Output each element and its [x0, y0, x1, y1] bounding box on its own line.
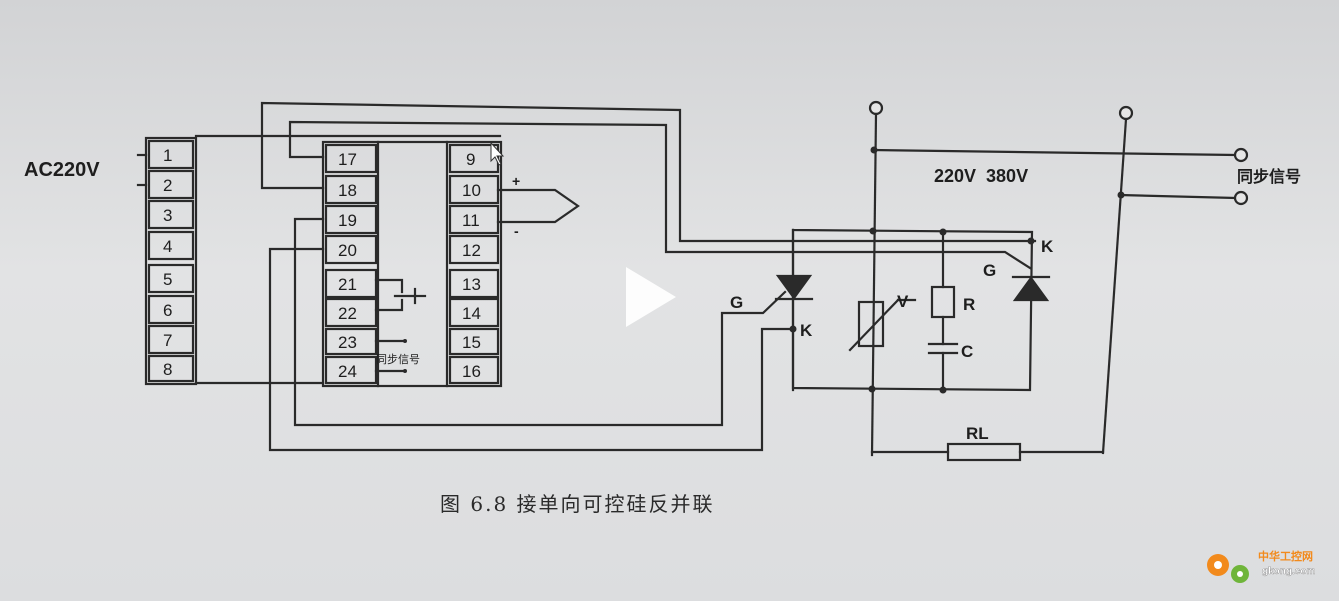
left-terminal-1: 1 — [163, 146, 172, 165]
left-terminal-7: 7 — [163, 331, 172, 350]
controller-terminal-17: 17 — [338, 150, 357, 169]
controller-terminal-23: 23 — [338, 333, 357, 352]
controller-terminal-9: 9 — [466, 150, 475, 169]
scr1-cathode-label: K — [800, 321, 813, 340]
left-terminal-6: 6 — [163, 301, 172, 320]
controller-terminal-16: 16 — [462, 362, 481, 381]
left-terminal-8: 8 — [163, 360, 172, 379]
controller-terminal-11: 11 — [462, 211, 480, 230]
mouse-cursor-icon — [490, 141, 505, 166]
left-terminal-5: 5 — [163, 270, 172, 289]
controller-terminal-24: 24 — [338, 362, 357, 381]
watermark-domain: gkong.com — [1262, 566, 1315, 577]
controller-block — [321, 140, 503, 388]
play-icon — [626, 267, 676, 327]
sync-signal-small-label: 同步信号 — [376, 353, 420, 366]
capacitor-label: C — [961, 342, 973, 361]
gkong-watermark: 中华工控网 gkong.com — [1207, 549, 1316, 583]
controller-terminal-13: 13 — [462, 275, 481, 294]
figure-caption: 图 6.8 接单向可控硅反并联 — [440, 492, 715, 516]
left-terminal-2: 2 — [163, 176, 172, 195]
source-label: AC220V — [24, 159, 100, 181]
gear-icon — [1207, 554, 1249, 583]
controller-terminal-14: 14 — [462, 304, 481, 323]
watermark-title: 中华工控网 — [1258, 549, 1313, 563]
controller-terminal-20: 20 — [338, 241, 357, 260]
controller-terminal-10: 10 — [462, 181, 481, 200]
controller-terminal-22: 22 — [338, 304, 357, 323]
left-terminal-4: 4 — [163, 237, 172, 256]
thermocouple-minus: - — [514, 223, 519, 239]
voltage-label: 220V 380V — [934, 166, 1028, 186]
controller-terminal-21: 21 — [338, 275, 357, 294]
controller-terminal-18: 18 — [338, 181, 357, 200]
left-terminal-3: 3 — [163, 206, 172, 225]
controller-terminal-15: 15 — [462, 333, 481, 352]
sync-signal-right-label: 同步信号 — [1237, 167, 1301, 186]
scr1-gate-label: G — [730, 293, 743, 312]
controller-terminal-12: 12 — [462, 241, 481, 260]
varistor-label: V — [897, 292, 909, 311]
scr2-gate-label: G — [983, 261, 996, 280]
load-label: RL — [966, 424, 989, 443]
play-button[interactable] — [606, 255, 690, 339]
scr2-cathode-label: K — [1041, 237, 1054, 256]
resistor-label: R — [963, 295, 975, 314]
left-terminal-block — [144, 136, 198, 386]
controller-terminal-19: 19 — [338, 211, 357, 230]
thermocouple-plus: + — [512, 173, 520, 189]
